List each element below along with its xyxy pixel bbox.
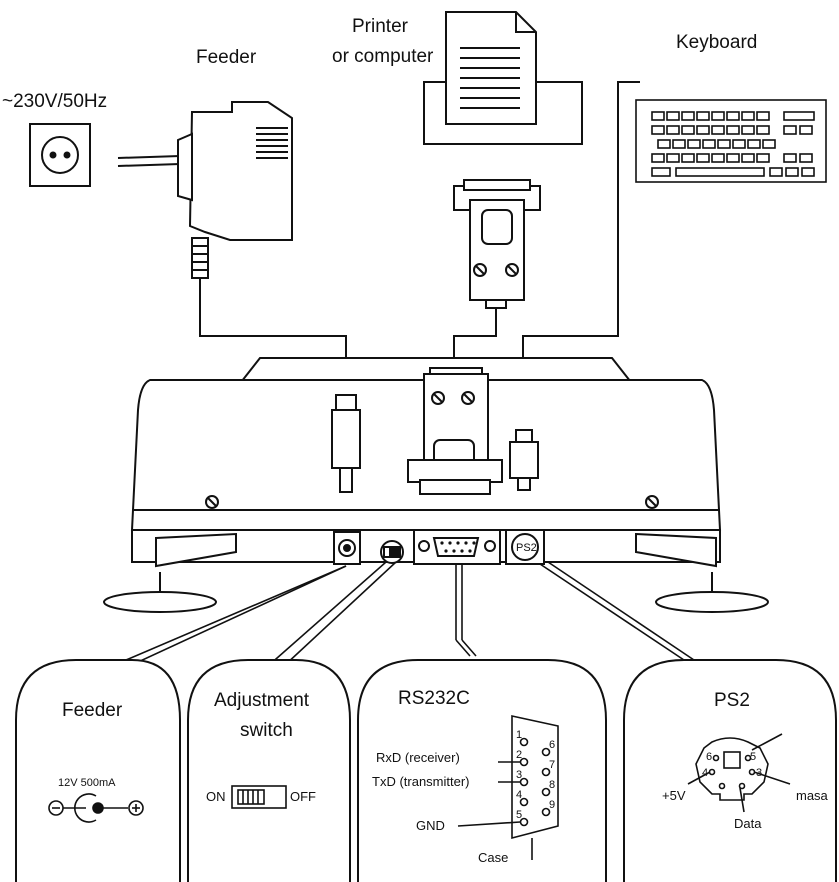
db9-pin-7: 7 — [549, 759, 555, 771]
ps2-pinout-icon — [687, 733, 791, 813]
feeder-socket-port — [333, 531, 361, 565]
adjustment-switch-panel: Adjustment switch ON OFF — [187, 659, 351, 882]
db9-device-connector-icon — [407, 367, 503, 495]
adjustment-switch-port — [380, 540, 404, 564]
ps2-panel-title: PS2 — [714, 690, 750, 711]
feeder-panel-title: Feeder — [62, 700, 123, 721]
printer-icon — [423, 11, 583, 145]
rs232-port — [413, 529, 501, 565]
adjustment-panel-title-line2: switch — [240, 720, 293, 741]
printer-label-line2: or computer — [332, 46, 434, 67]
db9-pin-8: 8 — [549, 779, 555, 791]
db9-pin-3: 3 — [516, 769, 522, 781]
ps2-pin-5: 5 — [750, 751, 756, 763]
wall-socket-icon — [29, 123, 91, 187]
dc-polarity-icon — [48, 793, 144, 823]
case-label: Case — [478, 850, 508, 865]
ps2-pin-6: 6 — [706, 751, 712, 763]
ps2-pin-3: 3 — [756, 767, 762, 779]
db9-pin-6: 6 — [549, 739, 555, 751]
db9-pin-5: 5 — [516, 809, 522, 821]
db9-pin-4: 4 — [516, 789, 522, 801]
ps2-panel: PS2 6 5 4 3 +5V masa Data — [623, 659, 837, 882]
keyboard-plug-icon — [509, 429, 539, 491]
ps2-pin-4: 4 — [702, 767, 708, 779]
db9-pin-9: 9 — [549, 799, 555, 811]
ps2-5v-label: +5V — [662, 788, 686, 803]
ps2-data-label: Data — [734, 816, 762, 831]
rs232-panel: RS232C RxD (receiver) TxD (transmitter) … — [357, 659, 607, 882]
db9-pin-1: 1 — [516, 729, 522, 741]
feeder-label: Feeder — [196, 47, 257, 68]
callout-lines — [97, 561, 695, 675]
rs232-panel-title: RS232C — [398, 688, 470, 709]
db9-cable-connector-icon — [453, 179, 541, 309]
feeder-rating-label: 12V 500mA — [58, 777, 116, 789]
printer-label-line1: Printer — [352, 16, 409, 37]
ps2-port: PS2 — [505, 529, 545, 565]
power-adapter-icon — [117, 101, 293, 279]
keyboard-label: Keyboard — [676, 32, 757, 53]
feeder-panel: Feeder 12V 500mA — [15, 659, 181, 882]
slide-switch-icon — [231, 785, 287, 809]
ps2-masa-label: masa — [796, 788, 829, 803]
db9-pin-2: 2 — [516, 749, 522, 761]
feeder-plug-icon — [331, 394, 361, 493]
keyboard-icon — [635, 99, 827, 183]
switch-off-label: OFF — [290, 789, 316, 804]
mains-voltage-label: ~230V/50Hz — [2, 91, 107, 112]
ps2-port-label: PS2 — [516, 542, 537, 554]
txd-label: TxD (transmitter) — [372, 774, 470, 789]
printer-cable — [453, 308, 497, 368]
switch-on-label: ON — [206, 789, 226, 804]
gnd-label: GND — [416, 818, 445, 833]
adjustment-panel-title-line1: Adjustment — [214, 690, 310, 711]
rxd-label: RxD (receiver) — [376, 750, 460, 765]
db9-pinout-icon — [457, 715, 559, 860]
